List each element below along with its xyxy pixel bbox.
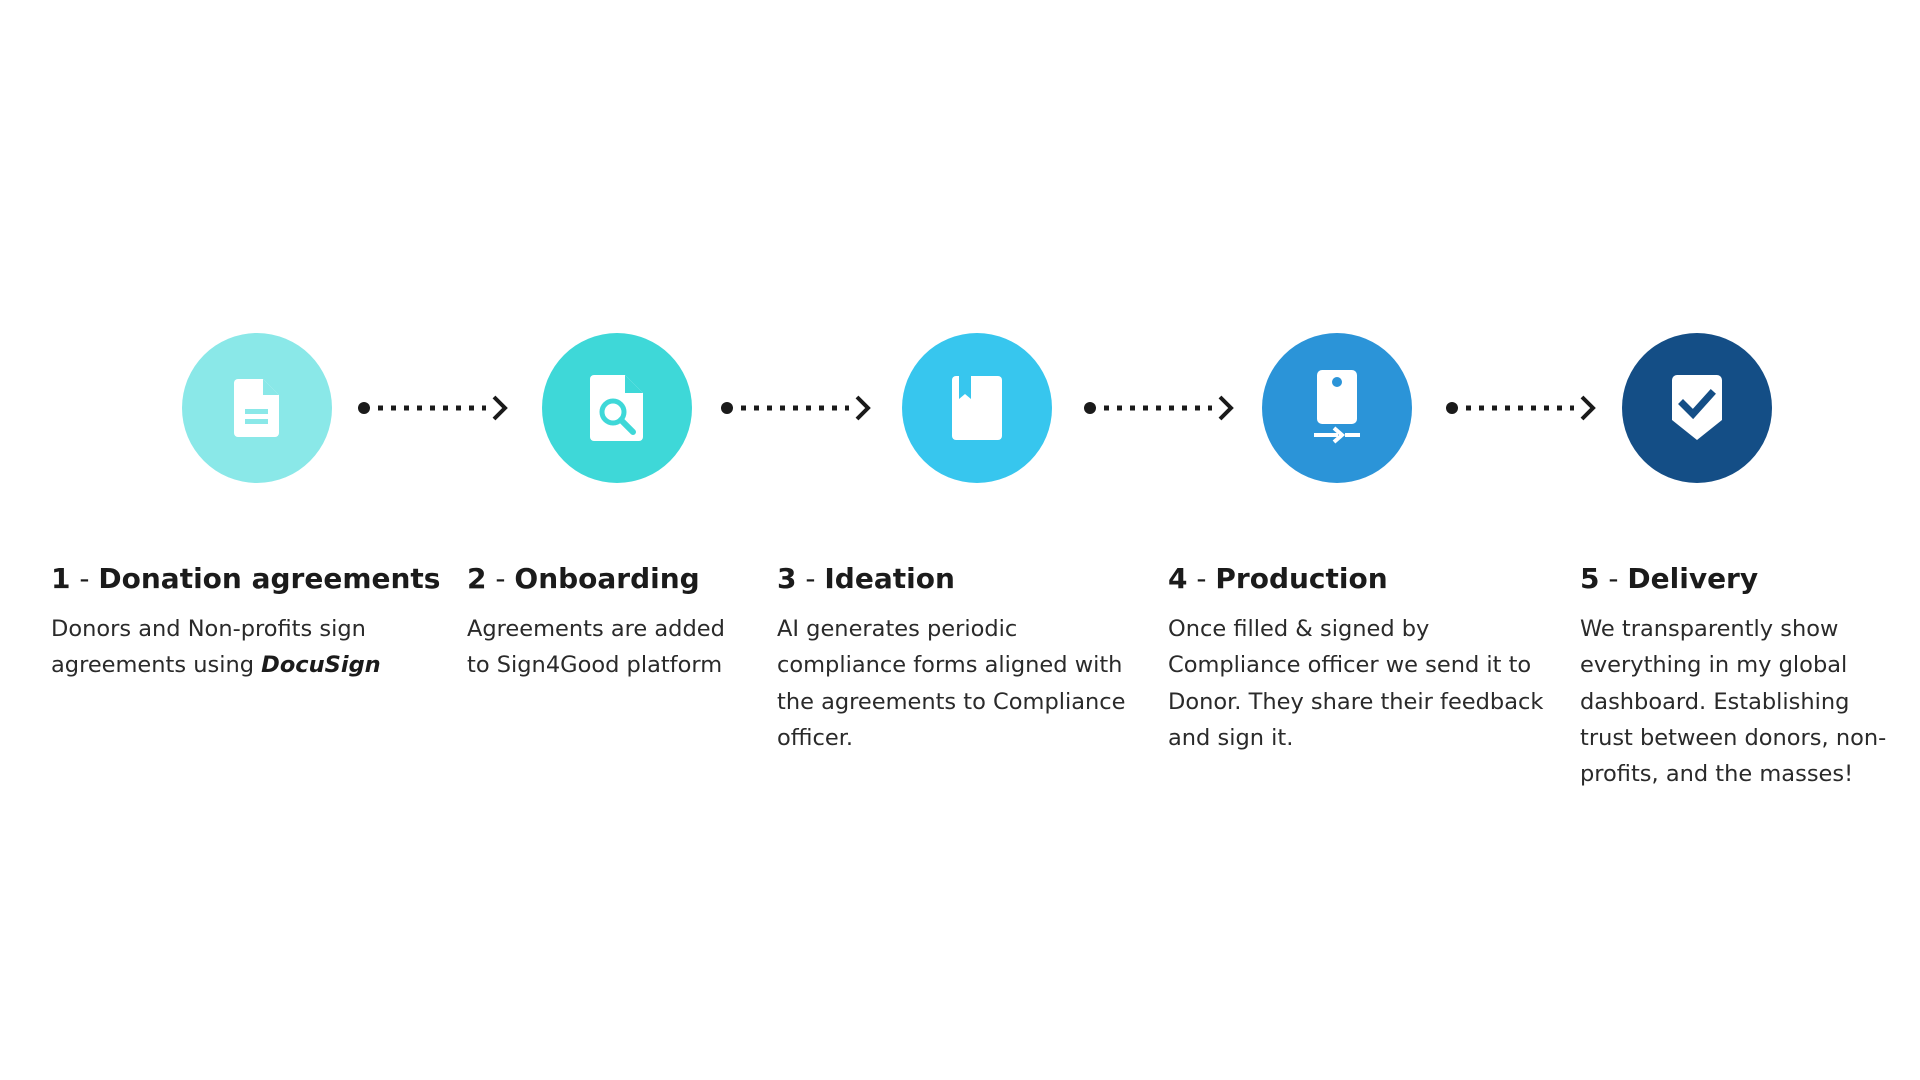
step-number: 5 bbox=[1580, 562, 1600, 595]
step-number: 4 bbox=[1168, 562, 1188, 595]
step-5-text: 5 - Delivery We transparently show every… bbox=[1580, 560, 1900, 792]
document-search-icon bbox=[590, 375, 643, 441]
device-transfer-icon bbox=[1314, 370, 1360, 444]
step-title-text: Production bbox=[1215, 562, 1388, 595]
step-title-text: Donation agreements bbox=[98, 562, 441, 595]
step-1-circle bbox=[182, 333, 332, 483]
step-number: 3 bbox=[777, 562, 797, 595]
step-title: 3 - Ideation bbox=[777, 560, 1137, 598]
step-title-text: Delivery bbox=[1627, 562, 1759, 595]
step-5-circle bbox=[1622, 333, 1772, 483]
docusign-emphasis: DocuSign bbox=[261, 652, 381, 679]
step-description: Once filled & signed by Compliance offic… bbox=[1168, 616, 1544, 751]
step-description: We transparently show everything in my g… bbox=[1580, 616, 1887, 788]
step-1-text: 1 - Donation agreements Donors and Non-p… bbox=[51, 560, 440, 684]
step-2-text: 2 - Onboarding Agreements are added to S… bbox=[467, 560, 757, 684]
step-separator: - bbox=[796, 562, 825, 595]
step-3-circle bbox=[902, 333, 1052, 483]
step-title-text: Onboarding bbox=[514, 562, 700, 595]
step-separator: - bbox=[486, 562, 515, 595]
step-title: 5 - Delivery bbox=[1580, 560, 1900, 598]
step-title: 2 - Onboarding bbox=[467, 560, 757, 598]
step-description: Donors and Non-profits sign agreements u… bbox=[51, 616, 381, 679]
step-number: 2 bbox=[467, 562, 487, 595]
step-separator: - bbox=[1599, 562, 1628, 595]
step-3-text: 3 - Ideation AI generates periodic compl… bbox=[777, 560, 1137, 756]
step-separator: - bbox=[70, 562, 99, 595]
shield-check-icon bbox=[1672, 375, 1722, 440]
step-title: 4 - Production bbox=[1168, 560, 1548, 598]
document-icon bbox=[234, 379, 279, 437]
step-4-text: 4 - Production Once filled & signed by C… bbox=[1168, 560, 1548, 756]
step-description: Agreements are added to Sign4Good platfo… bbox=[467, 616, 725, 679]
step-title-text: Ideation bbox=[824, 562, 955, 595]
step-4-circle bbox=[1262, 333, 1412, 483]
connector-arrow-4 bbox=[1446, 395, 1596, 421]
step-number: 1 bbox=[51, 562, 71, 595]
step-description: AI generates periodic compliance forms a… bbox=[777, 616, 1126, 751]
step-separator: - bbox=[1187, 562, 1216, 595]
connector-arrow-2 bbox=[721, 395, 871, 421]
bookmark-book-icon bbox=[952, 376, 1002, 440]
connector-arrow-1 bbox=[358, 395, 508, 421]
step-2-circle bbox=[542, 333, 692, 483]
connector-arrow-3 bbox=[1084, 395, 1234, 421]
step-title: 1 - Donation agreements bbox=[51, 560, 440, 598]
